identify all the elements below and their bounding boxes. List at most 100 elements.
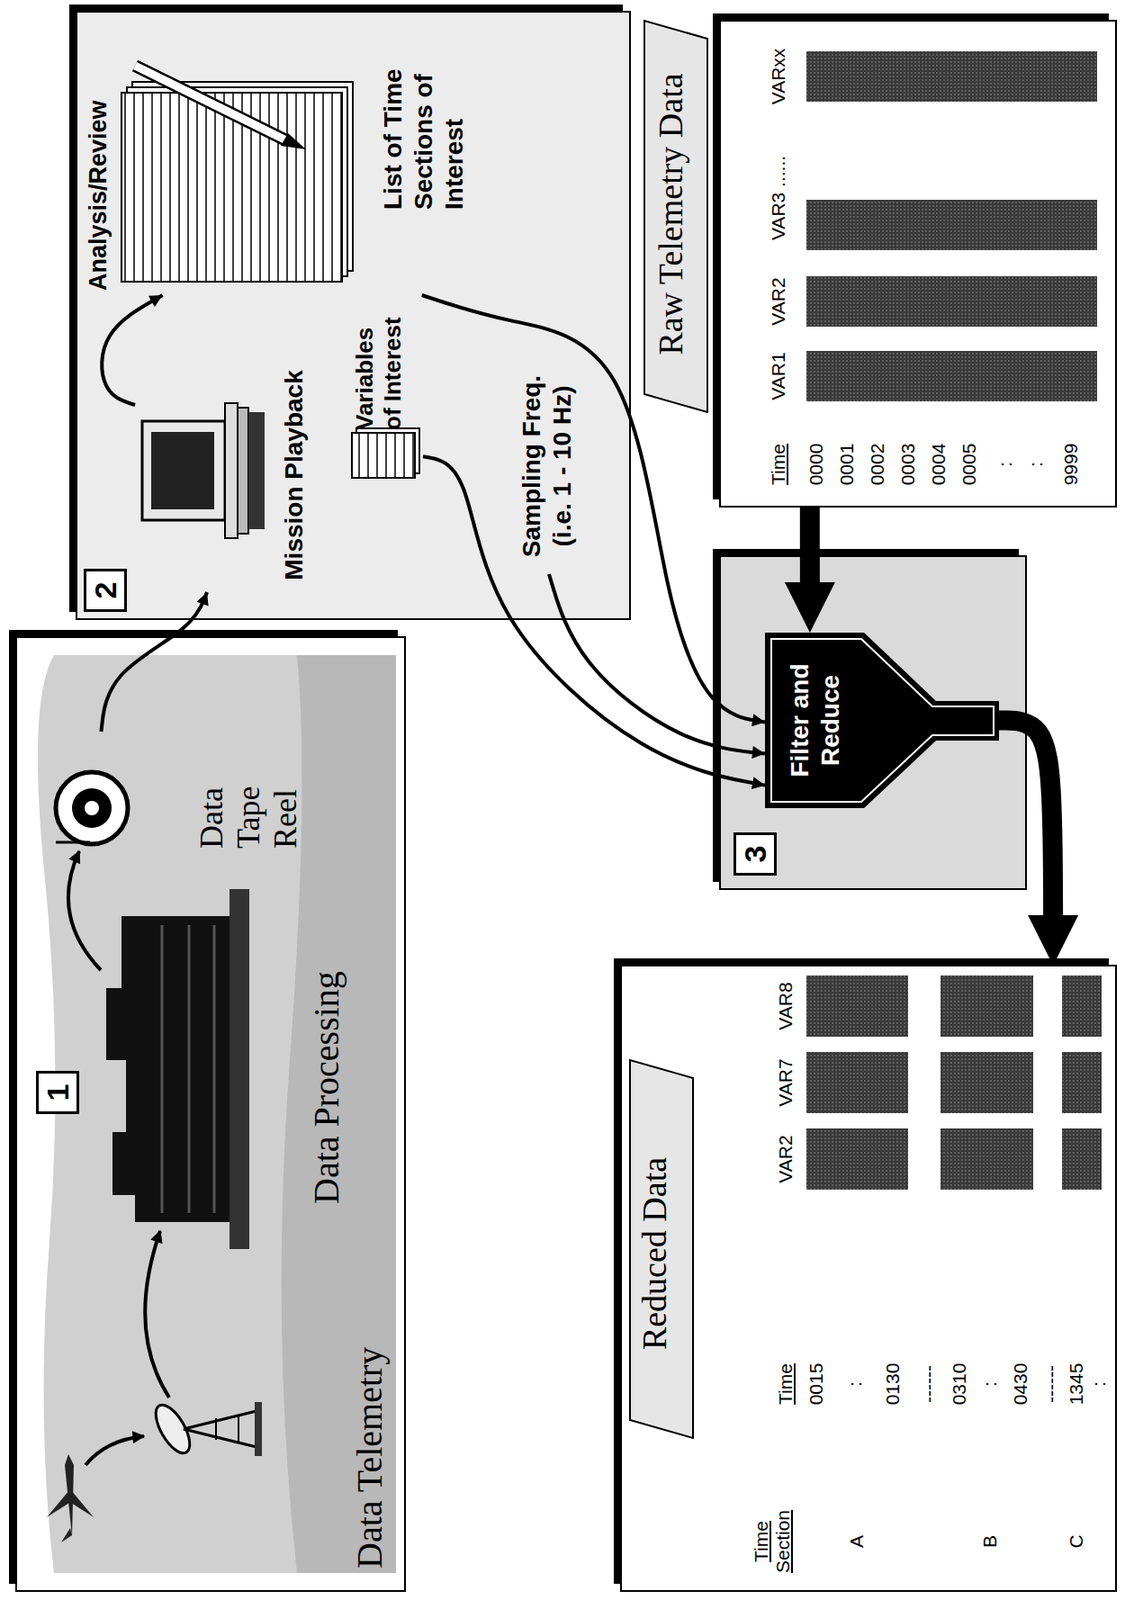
jet-icon <box>46 1454 94 1543</box>
reduced-data-boxes <box>806 975 1102 1190</box>
cell-slot: 0310 <box>948 1352 971 1416</box>
cell-slot: 0002 <box>866 432 889 496</box>
ground <box>37 655 396 1574</box>
table-cell: Time <box>767 432 790 496</box>
small-notepad-icon <box>351 428 420 478</box>
node-text: List of Time Sections of Interest <box>378 20 470 210</box>
table-cell: 9999 <box>1060 432 1082 496</box>
panel: 3Filter and Reduce <box>720 556 1026 890</box>
panel-3-card <box>712 549 1026 890</box>
node-text: Mission Playback <box>279 358 310 593</box>
notepad: List of Time Sections of Interest <box>117 16 513 296</box>
data-bar <box>806 276 1098 327</box>
cell-slot: ------ <box>918 1343 940 1425</box>
panel: 2 Analysis/ReviewMission Playback List of … <box>76 11 630 620</box>
notepad-icon <box>121 65 353 282</box>
raw-tag-shape <box>644 20 708 413</box>
panel-2-card <box>69 4 630 620</box>
table-cell: Time <box>774 1352 797 1416</box>
computer-icon <box>142 403 265 539</box>
card <box>621 965 1116 1592</box>
parameter-note: Sampling Freq. (i.e. 1 - 10 Hz) <box>513 358 585 575</box>
table-cell: A <box>846 1523 868 1560</box>
reduced-table-card <box>613 958 1116 1592</box>
text-slot: Sampling Freq. (i.e. 1 - 10 Hz) <box>516 358 578 575</box>
data-bar <box>806 199 1098 251</box>
table-cell: : <box>1025 450 1047 478</box>
panel: 1Data TelemetryData ProcessingData Tape … <box>16 637 405 1592</box>
card <box>720 556 1026 890</box>
flow-arrow <box>422 295 765 722</box>
text-slot: Mission Playback <box>279 358 310 593</box>
funnel-shape <box>765 632 999 809</box>
text-slot: 2 <box>83 568 127 612</box>
data-bar <box>806 51 1098 102</box>
cell-slot: Time <box>767 432 790 496</box>
cell-slot: 1345 <box>1065 1352 1088 1416</box>
node-text: Raw Telemetry Data <box>650 25 691 404</box>
store-arrow <box>68 851 101 971</box>
node-text: Data Telemetry <box>349 1280 391 1569</box>
text-slot: Variables of Interest <box>351 302 407 431</box>
data-bar <box>806 351 1098 402</box>
table-cell: 1345 <box>1065 1352 1088 1416</box>
cell-slot: VAR2 <box>774 1127 797 1191</box>
cell-slot: 0015 <box>805 1352 828 1416</box>
text-slot: Raw Telemetry Data <box>650 25 691 404</box>
building-icon <box>106 889 250 1250</box>
table-cell: 0001 <box>836 432 858 496</box>
node-text: Reduced Data <box>634 1073 675 1434</box>
text-slot: Reduced Data <box>634 1073 675 1434</box>
flow-arrow <box>101 295 162 405</box>
raw-table-card <box>712 13 1116 507</box>
table-cell: : <box>1088 1370 1110 1398</box>
table-cell: 0130 <box>882 1352 904 1416</box>
cell-slot: A <box>846 1523 868 1560</box>
cell-slot: 0130 <box>882 1352 904 1416</box>
cell-slot: : <box>1025 450 1047 478</box>
text-slot: Analysis/Review <box>83 56 113 291</box>
node-text: Data Tape Reel <box>193 740 305 849</box>
text-slot: Filter and Reduce <box>784 641 846 800</box>
table-cell: ------ <box>1040 1343 1062 1425</box>
data-table: Reduced Data <box>621 965 1116 1592</box>
panel-1-card <box>9 630 405 1592</box>
cell-slot: ------ <box>1040 1343 1062 1425</box>
cell-slot: 9999 <box>1060 432 1082 496</box>
small-notepad: Variables of Interest <box>346 299 423 489</box>
text-slot: List of Time Sections of Interest <box>378 20 470 210</box>
text-slot: Data Tape Reel <box>193 740 305 849</box>
table-cell: : <box>979 1370 1001 1398</box>
flow-arrow <box>100 592 207 732</box>
node-text: Filter and Reduce <box>784 641 846 800</box>
table-cell: ------ <box>918 1343 940 1425</box>
table-cell: 0005 <box>958 432 981 496</box>
text-slot: 1 <box>36 1071 80 1115</box>
connectors <box>100 295 1053 939</box>
cell-slot: VAR2 <box>767 270 790 333</box>
cell-slot: 0003 <box>897 432 919 496</box>
cell-slot: 0000 <box>805 432 828 496</box>
table-cell: VAR2 <box>767 270 790 333</box>
cell-slot: Time <box>774 1352 797 1416</box>
text-slot: 3 <box>733 832 777 876</box>
flow-arrow <box>423 456 765 785</box>
data-table: Raw Telemetry Data <box>643 16 1116 507</box>
node-text: Sampling Freq. (i.e. 1 - 10 Hz) <box>516 358 578 575</box>
text-slot: Data Telemetry <box>349 1280 391 1569</box>
cell-slot: 0004 <box>927 432 950 496</box>
table-cell: VAR1 <box>767 344 790 408</box>
callout-number: 2 <box>83 568 127 612</box>
antenna-icon <box>149 1400 262 1459</box>
table-cell: 0310 <box>948 1352 971 1416</box>
cell-slot: : <box>979 1370 1001 1398</box>
reduced-tag-shape <box>630 1060 693 1439</box>
downlink-arrow <box>85 1436 144 1466</box>
cell-slot: 0001 <box>836 432 858 496</box>
cell-slot: VAR1 <box>767 344 790 408</box>
table-cell: B <box>979 1523 1001 1560</box>
cell-slot: 0005 <box>958 432 981 496</box>
